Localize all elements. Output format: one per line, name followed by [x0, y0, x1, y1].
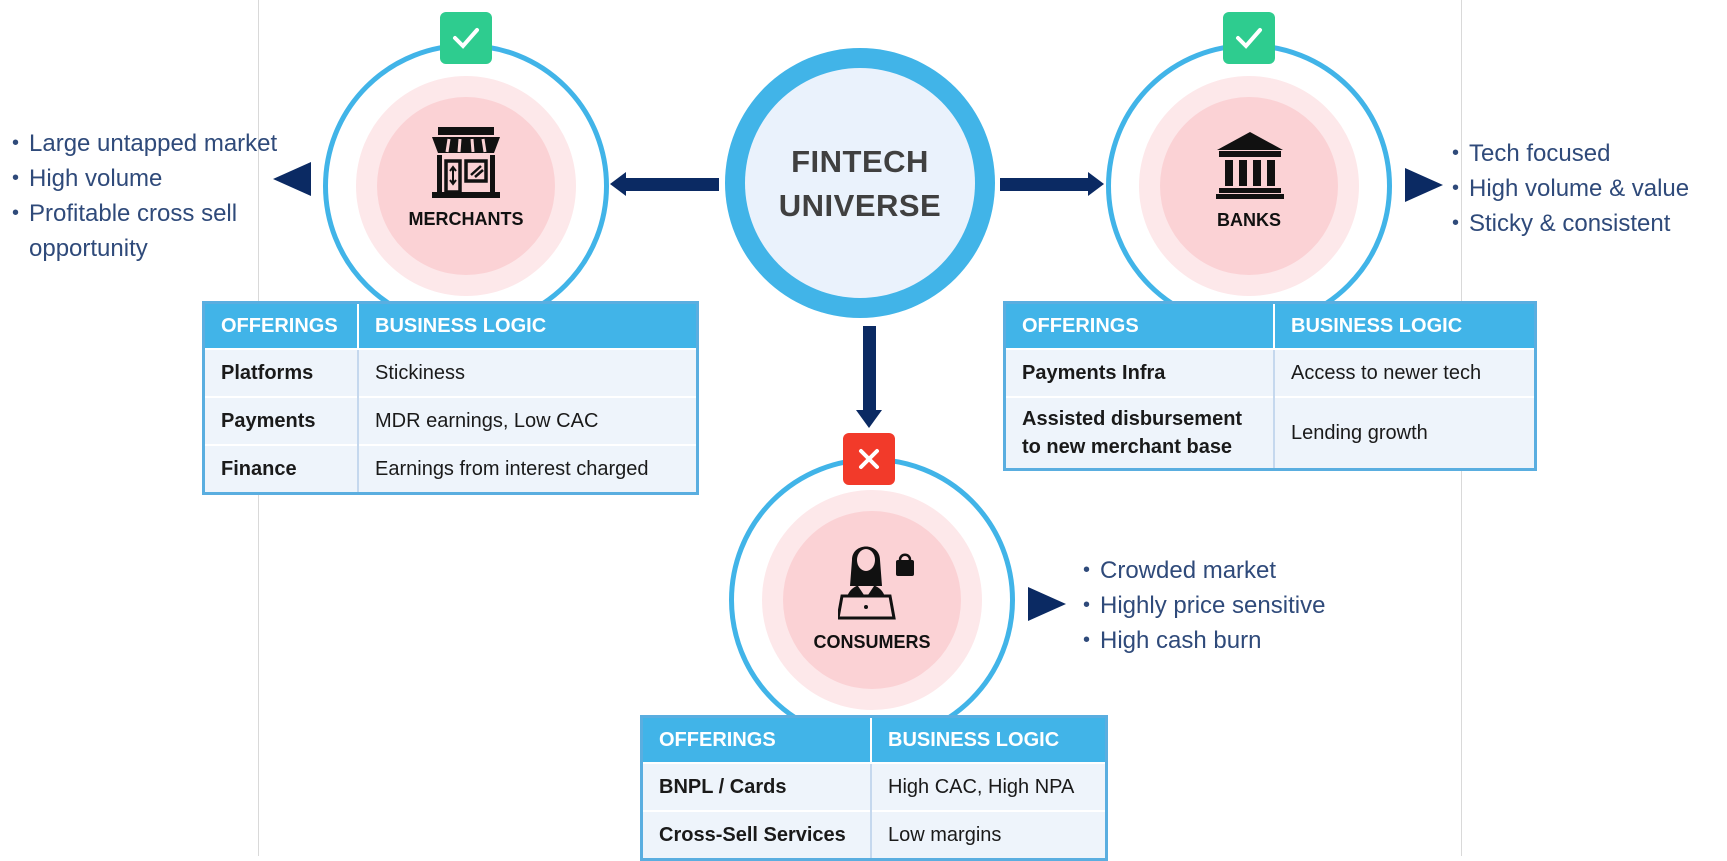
arrow-to-banks-head	[1088, 172, 1104, 196]
column-header: BUSINESS LOGIC	[1274, 302, 1536, 349]
offering-cell: Platforms	[203, 348, 359, 397]
consumers-bullets: Crowded market Highly price sensitive Hi…	[1083, 553, 1325, 658]
offering-cell: Payments	[203, 396, 359, 445]
logic-cell: MDR earnings, Low CAC	[358, 396, 698, 445]
consumers-label: CONSUMERS	[813, 632, 931, 652]
hub-title-line2: UNIVERSE	[778, 188, 942, 223]
banks-label: BANKS	[1216, 210, 1281, 230]
banks-approved-badge	[1223, 12, 1275, 64]
merchants-bullets: Large untapped market High volume Profit…	[12, 126, 277, 266]
merchants-label: MERCHANTS	[408, 209, 524, 229]
table-row: Platforms Stickiness	[203, 348, 698, 397]
merchants-table: OFFERINGS BUSINESS LOGIC Platforms Stick…	[202, 301, 699, 495]
table-row: Assisted disbursement to new merchant ba…	[1004, 396, 1536, 470]
table-row: Payments MDR earnings, Low CAC	[203, 396, 698, 445]
bank-building-icon	[1215, 130, 1285, 205]
column-header: OFFERINGS	[1004, 302, 1275, 349]
hub-inner-circle	[745, 68, 975, 298]
logic-cell: Stickiness	[358, 348, 698, 397]
table-row: Payments Infra Access to newer tech	[1004, 348, 1536, 397]
table-row: Cross-Sell Services Low margins	[641, 810, 1107, 860]
offering-cell-line2: to new merchant base	[1022, 436, 1233, 458]
merchants-bullet: High volume	[12, 161, 277, 196]
merchants-pointer-triangle	[273, 162, 311, 196]
table-row: BNPL / Cards High CAC, High NPA	[641, 762, 1107, 811]
banks-pointer-triangle	[1405, 168, 1443, 202]
storefront-icon	[428, 125, 504, 206]
merchants-approved-badge	[440, 12, 492, 64]
hub-title-line1: FINTECH	[791, 144, 929, 179]
column-header: BUSINESS LOGIC	[358, 302, 698, 349]
logic-cell: Access to newer tech	[1274, 348, 1536, 397]
consumers-rejected-badge	[843, 433, 895, 485]
offering-cell: Payments Infra	[1004, 348, 1275, 397]
check-icon	[1236, 28, 1262, 49]
consumers-bullet: Highly price sensitive	[1083, 588, 1325, 623]
arrow-to-consumers-shaft	[863, 326, 876, 412]
merchants-core	[377, 97, 555, 275]
table-header-row: OFFERINGS BUSINESS LOGIC	[203, 302, 698, 349]
table-header-row: OFFERINGS BUSINESS LOGIC	[641, 716, 1107, 763]
logic-cell: Lending growth	[1274, 396, 1536, 470]
consumers-pointer-triangle	[1028, 587, 1066, 621]
hub-title: FINTECH UNIVERSE	[745, 140, 975, 228]
offering-cell: Cross-Sell Services	[641, 810, 872, 860]
shopper-laptop-icon	[836, 538, 918, 627]
banks-bullet: Tech focused	[1452, 136, 1689, 171]
offering-cell: BNPL / Cards	[641, 762, 872, 811]
arrow-to-merchants-shaft	[623, 178, 719, 191]
merchants-bullet: Large untapped market	[12, 126, 277, 161]
offering-cell: Assisted disbursement to new merchant ba…	[1004, 396, 1275, 470]
banks-table: OFFERINGS BUSINESS LOGIC Payments Infra …	[1003, 301, 1537, 471]
logic-cell: High CAC, High NPA	[871, 762, 1107, 811]
table-row: Finance Earnings from interest charged	[203, 444, 698, 494]
column-header: OFFERINGS	[641, 716, 872, 763]
offering-cell: Finance	[203, 444, 359, 494]
arrow-to-banks-shaft	[1000, 178, 1090, 191]
merchants-bullet: Profitable cross sell	[12, 196, 277, 231]
arrow-to-merchants-head	[610, 172, 626, 196]
cross-icon	[859, 449, 879, 469]
banks-bullets: Tech focused High volume & value Sticky …	[1452, 136, 1689, 241]
column-header: OFFERINGS	[203, 302, 359, 349]
consumers-bullet: Crowded market	[1083, 553, 1325, 588]
check-icon	[453, 28, 479, 49]
banks-core	[1160, 97, 1338, 275]
column-header: BUSINESS LOGIC	[871, 716, 1107, 763]
consumers-bullet: High cash burn	[1083, 623, 1325, 658]
consumers-table: OFFERINGS BUSINESS LOGIC BNPL / Cards Hi…	[640, 715, 1108, 861]
arrow-to-consumers-head	[856, 410, 882, 428]
banks-bullet: Sticky & consistent	[1452, 206, 1689, 241]
logic-cell: Low margins	[871, 810, 1107, 860]
logic-cell: Earnings from interest charged	[358, 444, 698, 494]
table-header-row: OFFERINGS BUSINESS LOGIC	[1004, 302, 1536, 349]
offering-cell-line1: Assisted disbursement	[1022, 408, 1243, 430]
merchants-bullet-continuation: opportunity	[29, 235, 148, 262]
banks-bullet: High volume & value	[1452, 171, 1689, 206]
